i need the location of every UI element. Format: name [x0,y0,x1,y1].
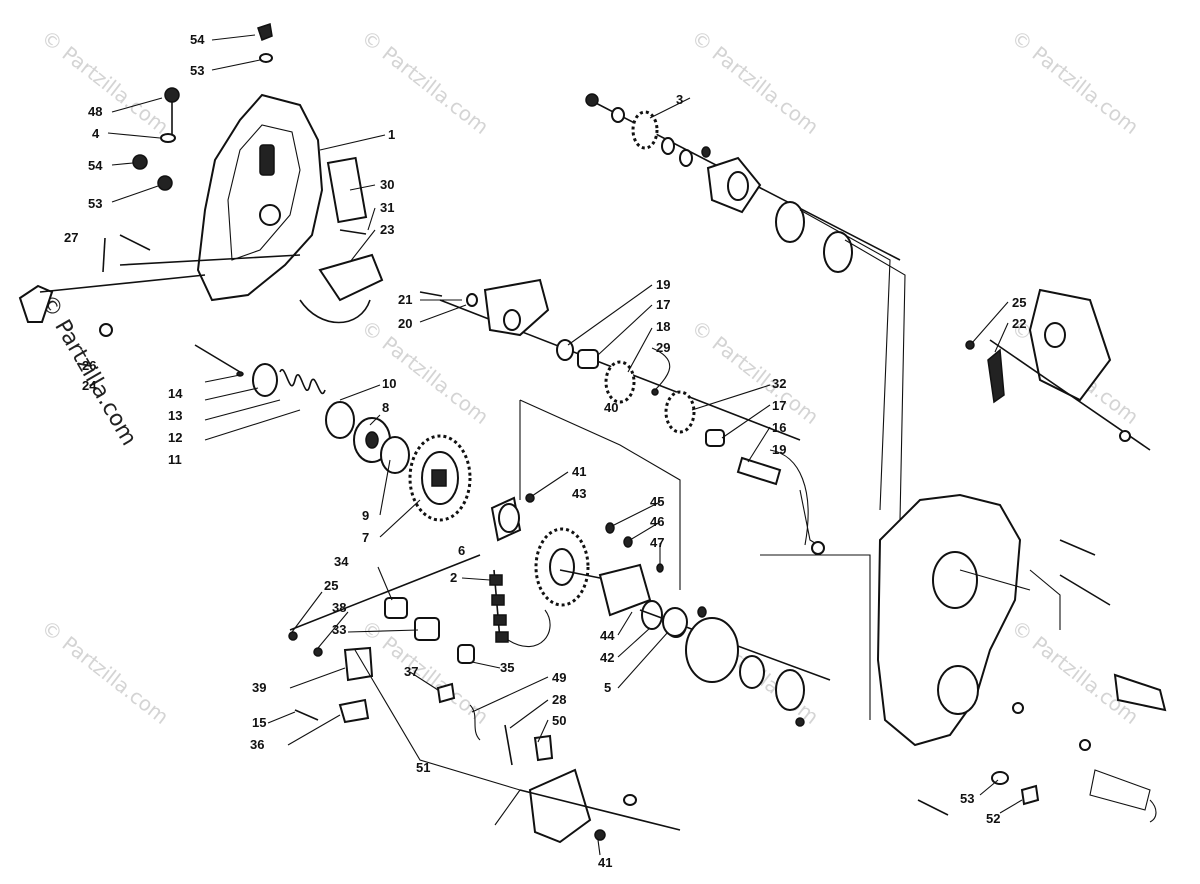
callout-12: 12 [168,430,182,445]
callout-48: 48 [88,104,102,119]
watermark: © Partzilla.com [1007,25,1143,139]
callout-6: 6 [458,543,465,558]
callout-5: 5 [604,680,611,695]
callout-36: 36 [250,737,264,752]
callout-34: 34 [334,554,349,569]
callout-42: 42 [600,650,614,665]
middle-shaft-parts [419,278,825,555]
callout-27: 27 [64,230,78,245]
callout-26: 26 [82,358,96,373]
callout-9: 9 [362,508,369,523]
callout-14: 14 [168,386,183,401]
callout-17: 17 [772,398,786,413]
callout-19: 19 [772,442,786,457]
callout-53: 53 [190,63,204,78]
callout-29: 29 [656,340,670,355]
callout-50: 50 [552,713,566,728]
callout-22: 22 [1012,316,1026,331]
watermark: © Partzilla.com [357,315,493,429]
watermark: © Partzilla.com [357,25,493,139]
callout-25: 25 [324,578,338,593]
callout-35: 35 [500,660,514,675]
callout-54: 54 [190,32,205,47]
callout-18: 18 [656,319,670,334]
callout-43: 43 [572,486,586,501]
callout-15: 15 [252,715,266,730]
callout-labels: 54 53 48 4 1 54 53 30 31 23 27 26 24 14 … [64,32,1026,870]
callout-1: 1 [388,127,395,142]
callout-53: 53 [88,196,102,211]
callout-20: 20 [398,316,412,331]
callout-24: 24 [82,378,97,393]
cover-hardware [102,23,384,324]
callout-51: 51 [416,760,430,775]
callout-54: 54 [88,158,103,173]
brake-parts [288,554,681,844]
callout-2: 2 [450,570,457,585]
callout-33: 33 [332,622,346,637]
callout-52: 52 [986,811,1000,826]
chaincase-cover [119,93,324,302]
callout-7: 7 [362,530,369,545]
callout-45: 45 [650,494,664,509]
output-flange-parts [639,554,871,727]
spring-stack [194,344,410,474]
upper-shaft-parts [585,93,906,521]
watermark: © Partzilla.com [37,25,173,139]
callout-49: 49 [552,670,566,685]
watermark: © Partzilla.com [1007,615,1143,729]
callout-23: 23 [380,222,394,237]
callout-13: 13 [168,408,182,423]
callout-4: 4 [92,126,100,141]
callout-40: 40 [604,400,618,415]
callout-21: 21 [398,292,412,307]
right-bracket [965,288,1151,451]
callout-16: 16 [772,420,786,435]
callout-47: 47 [650,535,664,550]
callout-32: 32 [772,376,786,391]
gearcase [876,493,1167,823]
callout-25: 25 [1012,295,1026,310]
watermark: © Partzilla.com [37,615,173,729]
callout-17: 17 [656,297,670,312]
drive-chain [489,569,551,648]
brake-lever [18,274,206,337]
watermark: © Partzilla.com [687,315,823,429]
watermark: © Partzilla.com [687,25,823,139]
leader-lines [107,34,1023,856]
sprocket-6 [490,496,522,542]
callout-39: 39 [252,680,266,695]
callout-44: 44 [600,628,615,643]
callout-11: 11 [168,452,182,467]
callout-41: 41 [572,464,586,479]
callout-30: 30 [380,177,394,192]
callout-46: 46 [650,514,664,529]
callout-19: 19 [656,277,670,292]
callout-38: 38 [332,600,346,615]
callout-41: 41 [598,855,612,870]
callout-31: 31 [380,200,394,215]
callout-53: 53 [960,791,974,806]
callout-37: 37 [404,664,418,679]
gear-7 [408,434,472,522]
callout-8: 8 [382,400,389,415]
callout-28: 28 [552,692,566,707]
callout-3: 3 [676,92,683,107]
callout-10: 10 [382,376,396,391]
